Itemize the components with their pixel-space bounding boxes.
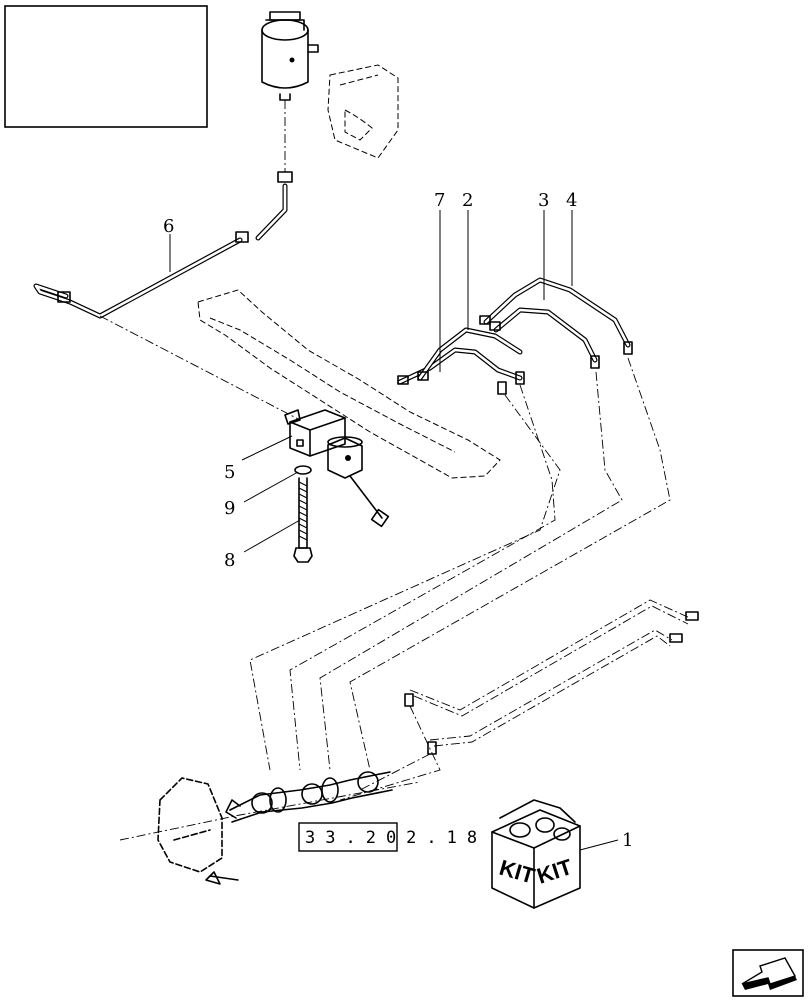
kit-label-left: KIT	[497, 855, 538, 889]
tube-6	[33, 231, 249, 319]
reference-code: 33.202.18	[305, 828, 487, 848]
valve-block	[284, 409, 390, 528]
master-cylinder-assembly	[157, 771, 393, 885]
callout-3: 3	[538, 190, 549, 211]
arrow-icon	[741, 957, 797, 990]
lower-tube-lower	[427, 629, 683, 755]
frame-rail	[197, 289, 501, 479]
callout-7: 7	[434, 190, 445, 211]
leader-lines	[169, 210, 619, 851]
title-box	[4, 5, 208, 128]
callout-9: 9	[224, 498, 235, 519]
reference-box: 33.202.18	[298, 822, 487, 852]
callout-4: 4	[566, 190, 577, 211]
callout-8: 8	[224, 550, 235, 571]
tube-4	[483, 277, 631, 348]
kit-box: KIT KIT	[491, 799, 581, 909]
callout-5: 5	[224, 462, 235, 483]
kit-label-right: KIT	[534, 854, 576, 889]
hose-fitting	[255, 171, 293, 241]
callout-2: 2	[462, 190, 473, 211]
lower-tube-upper	[404, 599, 699, 717]
next-page-button[interactable]	[732, 949, 804, 997]
callout-6: 6	[163, 216, 174, 237]
callout-1: 1	[622, 830, 633, 851]
bolt	[293, 477, 313, 563]
mounting-bracket	[327, 64, 399, 159]
reservoir	[261, 11, 319, 101]
tube-3	[493, 307, 598, 363]
tube-2	[417, 327, 523, 381]
washer	[294, 465, 312, 475]
